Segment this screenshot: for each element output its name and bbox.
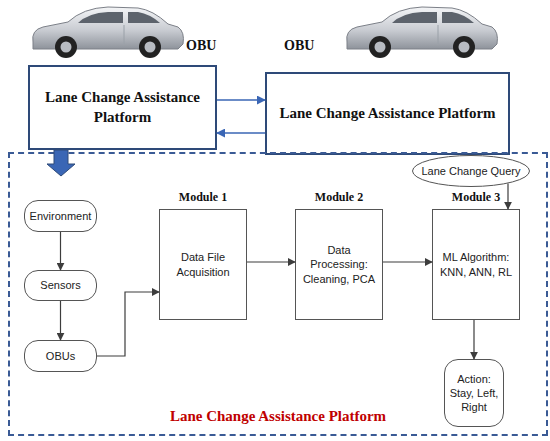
connector-arrow (60, 301, 61, 340)
box-text: OBUs (46, 349, 75, 363)
connector-arrow (217, 132, 265, 134)
connector-arrow (97, 292, 159, 356)
module-box: Module 2Data Processing: Cleaning, PCA (295, 209, 383, 320)
block-arrow (47, 150, 75, 176)
module-heading: Module 1 (150, 190, 256, 206)
box-text: Sensors (40, 278, 80, 292)
module-box: Module 1Data File Acquisition (159, 209, 247, 320)
source-box: Environment (24, 200, 97, 232)
box-text: Environment (30, 209, 92, 223)
connector-arrow (507, 183, 508, 209)
connector-arrow (217, 99, 265, 101)
unit-label: OBU (186, 38, 216, 54)
module-box: Module 3ML Algorithm: KNN, ANN, RL (432, 209, 520, 320)
unit-label: OBU (284, 38, 314, 54)
action-box: Action: Stay, Left, Right (444, 359, 504, 427)
source-box: Sensors (24, 270, 97, 301)
box-text: Lane Change Query (421, 164, 520, 178)
query-ellipse: Lane Change Query (412, 155, 530, 187)
box-text: Data Processing: Cleaning, PCA (301, 243, 377, 286)
box-text: Lane Change Assistance Platform (40, 88, 205, 127)
box-text: Action: Stay, Left, Right (449, 372, 499, 415)
connector-arrow (473, 320, 474, 359)
connector-arrow (383, 261, 432, 262)
box-text: ML Algorithm: KNN, ANN, RL (438, 250, 514, 279)
box-text: Lane Change Assistance Platform (279, 104, 495, 124)
connector-arrow (60, 232, 61, 270)
car-illustration (347, 7, 498, 58)
platform-box: Lane Change Assistance Platform (265, 72, 510, 155)
module-heading: Module 2 (286, 190, 392, 206)
connector-arrow (247, 261, 295, 262)
module-heading: Module 3 (423, 190, 529, 206)
car-illustration (33, 7, 184, 58)
platform-detail-frame: Lane Change Assistance PlatformEnvironme… (8, 152, 548, 436)
source-box: OBUs (24, 340, 97, 372)
box-text: Data File Acquisition (165, 250, 241, 279)
platform-box: Lane Change Assistance Platform (28, 65, 217, 150)
